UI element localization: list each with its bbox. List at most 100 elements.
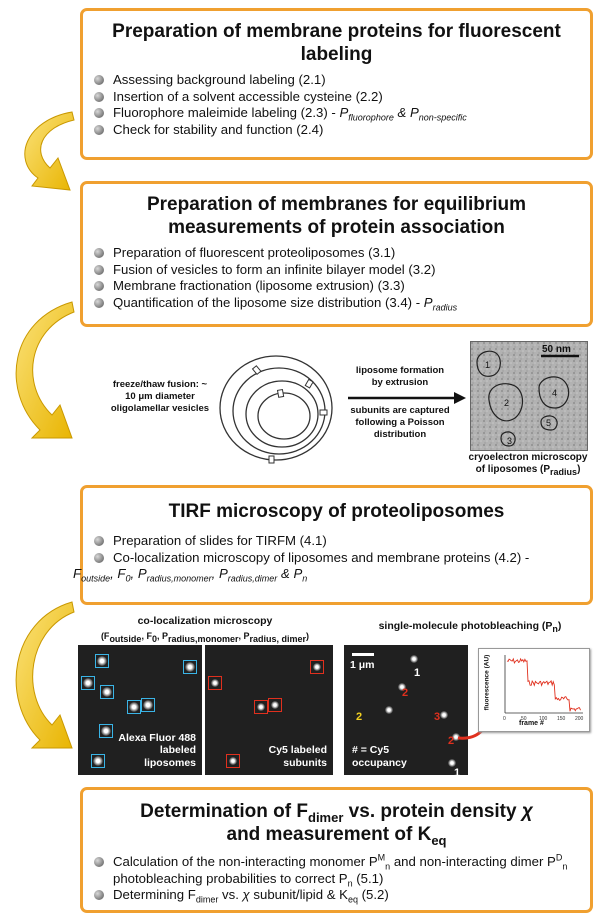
fluorescent-spot [313,663,321,671]
fluorescent-spot [410,655,418,663]
symbol: P [293,566,303,581]
fluorescent-spot [229,757,237,765]
occupancy-number: 1 [454,767,461,775]
box-title: TIRF microscopy of proteoliposomes [168,501,505,522]
curved-arrow-1 [24,111,75,191]
alexa-fluor-label: Alexa Fluor 488 labeled liposomes [118,731,196,769]
occupancy-number: 2 [448,735,455,747]
list-item: Insertion of a solvent accessible cystei… [93,89,580,106]
fluorescent-spot [385,706,393,714]
axis-tick-label: 50 [521,716,527,722]
list-item: Determining Fdimer vs. χ subunit/lipid &… [93,887,580,904]
bullet-icon [94,91,104,102]
bullet-icon [94,248,104,258]
step-box-determination: Determination of Fdimer vs. protein dens… [80,787,593,913]
list-item: Membrane fractionation (liposome extrusi… [93,278,580,295]
box-title: Preparation of membrane proteins for flu… [112,21,561,65]
step-list: Preparation of fluorescent proteoliposom… [83,245,590,312]
liposome-box [81,676,95,690]
fluorescent-spot [185,662,195,672]
liposome-box [91,754,105,768]
cryo-em-liposomes: 1 2 3 4 5 50 nm [471,342,587,450]
step-list: Calculation of the non-interacting monom… [83,853,590,904]
list-item: Preparation of fluorescent proteoliposom… [93,245,580,262]
fluorescent-spot [129,702,139,712]
coloc-subtitle: (Foutside, F0, Pradius,monomer, Pradius,… [100,631,310,644]
liposome-number: 4 [552,388,557,398]
liposome-box [141,698,155,712]
cryo-em-caption: cryoelectron microscopy of liposomes (Pr… [468,452,588,477]
subunit-box [226,754,240,768]
fluorescent-spot [102,687,112,697]
box-title: Determination of Fdimer vs. protein dens… [140,801,533,848]
fluorescent-spot [211,679,219,687]
subunit-box [268,698,282,712]
bullet-icon [94,536,104,546]
liposome-number: 5 [546,418,551,428]
coloc-title: co-localization microscopy [137,615,273,627]
cy5-label: Cy5 labeled subunits [268,744,327,769]
liposome-box [127,700,141,714]
occupancy-number: 2 [356,711,363,723]
fluorescent-spot [97,656,107,666]
scale-bar-label: 1 μm [350,659,375,671]
symbol: P [137,566,147,581]
plot-xlabel: frame # [519,720,544,727]
bullet-icon [94,108,104,118]
subunit-box [254,700,268,714]
bullet-icon [94,124,104,135]
occupancy-caption: # = Cy5 occupancy [352,744,407,769]
bullet-icon [94,890,104,900]
freeze-thaw-label: freeze/thaw fusion: ~ 10 μm diameter oli… [110,379,210,414]
fluorescent-spot [452,733,460,741]
curved-arrow-2 [15,301,75,439]
fluorescent-spot [83,678,93,688]
step-box-protein-labeling: Preparation of membrane proteins for flu… [80,8,593,160]
symbol: P [218,566,228,581]
plot-ylabel: fluorescence (AU) [483,654,491,711]
symbol: F [117,566,126,581]
list-item: Fusion of vesicles to form an infinite b… [93,262,580,279]
list-item: Preparation of slides for TIRFM (4.1) [93,533,580,550]
occupancy-number: 3 [434,711,441,723]
list-item: Co-localization microscopy of liposomes … [73,549,530,584]
liposome-number: 1 [485,360,490,370]
fluorescent-spot [93,756,103,766]
symbol-list: Foutside, F0, Pradius,monomer, Pradius,d… [73,566,308,584]
step-list: Assessing background labeling (2.1) Inse… [83,72,590,138]
extrusion-label: liposome formation by extrusion [355,365,445,388]
oligolamellar-vesicle-icon [219,355,333,464]
liposome-number: 3 [507,436,512,446]
step-box-membrane-prep: Preparation of membranes for equilibrium… [80,181,593,327]
scale-bar-label: 50 nm [542,344,571,355]
fluorescent-spot [101,726,111,736]
bullet-icon [94,75,104,85]
liposome-box [95,654,109,668]
subunit-box [208,676,222,690]
photobleaching-title: single-molecule photobleaching (Pn) [378,620,562,635]
axis-tick-label: 100 [539,716,548,722]
liposome-box [183,660,197,674]
bullet-icon [94,264,104,275]
list-item: Assessing background labeling (2.1) [93,72,580,89]
fluorescent-spot [143,700,153,710]
liposome-box [100,685,114,699]
axis-tick-label: 200 [575,716,584,722]
list-item: Calculation of the non-interacting monom… [93,853,580,888]
scale-bar [352,653,374,656]
step-list: Preparation of slides for TIRFM (4.1) Co… [73,533,590,584]
cy5-subunits-image: Cy5 labeled subunits [205,645,333,775]
axis-tick-label: 0 [503,716,506,722]
fluorescent-spot [440,711,448,719]
fluorescent-spot [398,683,406,691]
list-item: Fluorophore maleimide labeling (2.3) - P… [93,105,580,122]
occupancy-number: 1 [414,667,421,679]
step-box-tirf: TIRF microscopy of proteoliposomes Prepa… [73,485,593,605]
bullet-icon [94,297,104,308]
alexa-fluor-image: Alexa Fluor 488 labeled liposomes [78,645,202,775]
poisson-label: subunits are captured following a Poisso… [350,405,450,440]
bullet-icon [94,281,104,291]
cryo-em-image: 1 2 3 4 5 50 nm [470,341,588,451]
bullet-icon [94,857,104,867]
